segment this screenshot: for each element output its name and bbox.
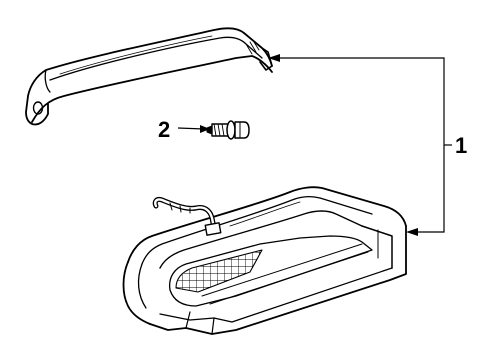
lamp-cover-bracket	[25, 27, 273, 126]
arrowhead-cover	[268, 54, 280, 62]
stop-lamp-assembly	[122, 186, 407, 335]
mounting-screw	[206, 120, 250, 140]
arrowhead-lamp	[406, 228, 418, 236]
arrowhead-screw	[200, 125, 210, 133]
wire-harness	[152, 197, 222, 236]
callout-2: 2	[158, 117, 170, 142]
callout-1: 1	[455, 133, 467, 158]
arrowheads	[200, 54, 418, 236]
leader-lines	[177, 57, 452, 233]
